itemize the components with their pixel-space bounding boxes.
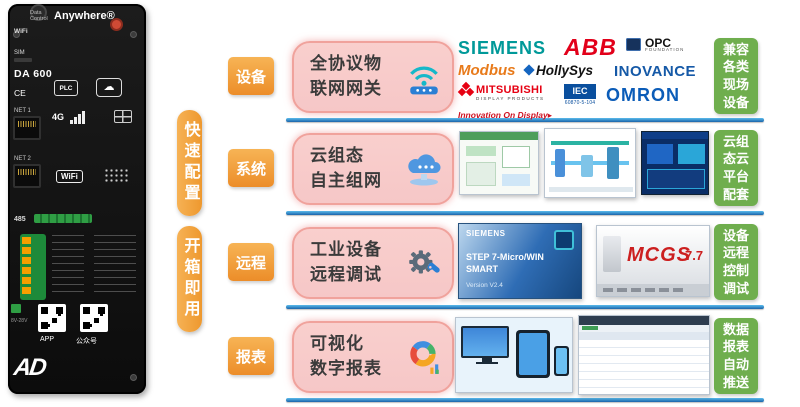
feature-remote-debug: 工业设备 远程调试 <box>292 227 454 299</box>
benefit-report: 数据报表自动推送 <box>714 318 758 394</box>
terminal-labels <box>52 235 84 297</box>
tablet-mockup <box>516 330 550 378</box>
abb-logo: ABB <box>564 34 617 60</box>
screw-icon <box>130 31 137 38</box>
signal-bars-icon <box>70 110 92 124</box>
vent-dots-icon <box>104 168 128 184</box>
hollysys-logo: HollySys <box>523 63 593 78</box>
4g-antenna-icon <box>110 18 123 31</box>
qr-code-wechat <box>80 304 108 332</box>
feature-digital-report-text: 可视化 数字报表 <box>310 334 382 378</box>
row-divider <box>286 211 764 215</box>
wifi-label: WiFi <box>14 28 28 35</box>
siemens-logo: SIEMENS <box>458 38 547 58</box>
4g-label: 4G <box>52 112 65 122</box>
benefit-system: 云组态云平台配套 <box>714 130 758 206</box>
rs485-label: 485 <box>14 216 26 223</box>
ribbon-out-of-box: 开箱即用 <box>177 226 202 332</box>
mcgs-logo: MCGS <box>627 244 691 266</box>
feature-gateway-text: 全协议物 联网网关 <box>310 54 382 98</box>
ribbon-quick-config-label: 快速配置 <box>181 121 199 205</box>
step7-title: STEP 7-Micro/WIN SMART <box>466 252 544 274</box>
brand-logos: SIEMENS ABB OPC FOUNDATION Modbus HollyS… <box>457 34 697 120</box>
benefit-remote: 设备远程控制调试 <box>714 224 758 300</box>
wechat-label: 公众号 <box>76 338 97 345</box>
category-remote-label: 远程 <box>235 254 266 272</box>
brand-name: Anywhere® <box>54 10 115 23</box>
sim-slot <box>14 58 32 62</box>
feature-gateway: 全协议物 联网网关 <box>292 41 454 113</box>
scada-screenshot-2 <box>544 128 636 198</box>
report-spreadsheet-screenshot <box>578 315 710 395</box>
device-photo: Data Control Anywhere® WiFi SIM DA 600 C… <box>8 4 146 394</box>
step7-version: Version V2.4 <box>466 282 503 289</box>
category-system-label: 系统 <box>235 160 266 178</box>
category-device-label: 设备 <box>235 68 266 86</box>
sim-label: SIM <box>14 50 25 56</box>
led-labels <box>94 235 136 297</box>
category-device: 设备 <box>228 57 274 95</box>
feature-cloud-scada: 云组态 自主组网 <box>292 133 454 205</box>
ad-logo: AD <box>12 354 47 381</box>
step7-app-icon <box>554 230 574 250</box>
modbus-logo: Modbus <box>458 62 516 79</box>
wifi-badge: WiFi <box>56 170 83 183</box>
ribbon-quick-config: 快速配置 <box>177 110 202 216</box>
row-divider <box>286 305 764 309</box>
opc-icon <box>626 38 641 51</box>
ribbon-out-of-box-label: 开箱即用 <box>181 237 199 321</box>
monitor-mockup <box>461 326 509 358</box>
net1-label: NET 1 <box>14 108 31 114</box>
hollysys-icon <box>523 64 535 76</box>
scada-screenshot-1 <box>459 131 539 195</box>
row-divider <box>286 398 764 402</box>
mcgs-statusbar <box>597 284 709 296</box>
brand-prefix: Data Control <box>30 10 48 23</box>
cloud-icon: ☁ <box>96 78 122 97</box>
feature-cloud-scada-text: 云组态 自主组网 <box>310 146 382 190</box>
omron-logo: OMRON <box>606 85 680 105</box>
mitsubishi-tagline: Innovation On Display▸ <box>458 110 552 120</box>
device-brand: Data Control Anywhere® <box>30 10 115 23</box>
pie-chart-icon <box>410 341 439 374</box>
ce-mark: CE <box>14 88 26 98</box>
ethernet-port-icon <box>13 164 41 188</box>
plc-icon: PLC <box>54 80 78 96</box>
screw-icon <box>13 31 20 38</box>
category-report: 报表 <box>228 337 274 375</box>
network-icon <box>114 110 132 123</box>
scada-screenshot-3 <box>641 131 709 195</box>
cloud-platform-icon <box>408 154 441 186</box>
benefit-device: 兼容各类现场设备 <box>714 38 758 114</box>
plc-label: PLC <box>59 84 73 92</box>
gear-wrench-icon <box>409 250 440 274</box>
screw-icon <box>130 374 137 381</box>
phone-mockup <box>554 346 569 376</box>
ethernet-port-icon <box>13 116 41 140</box>
feature-remote-debug-text: 工业设备 远程调试 <box>310 240 382 284</box>
category-system: 系统 <box>228 149 274 187</box>
row-divider <box>286 118 764 122</box>
terminal-block <box>20 234 46 300</box>
step7-brand: SIEMENS <box>466 229 506 238</box>
wifi-antenna-icon <box>30 4 47 21</box>
power-label: 8V-28V <box>11 318 28 324</box>
inovance-logo: INOVANCE <box>614 63 697 80</box>
mcgs-screenshot: MCGS 7.7 <box>596 225 710 297</box>
feature-digital-report: 可视化 数字报表 <box>292 321 454 393</box>
app-label: APP <box>40 336 55 343</box>
wifi-router-icon <box>410 66 438 95</box>
qr-code-app <box>38 304 66 332</box>
step7-screenshot: SIEMENS STEP 7-Micro/WIN SMART Version V… <box>458 223 582 299</box>
net2-label: NET 2 <box>14 156 31 162</box>
category-remote: 远程 <box>228 243 274 281</box>
device-model: DA 600 <box>14 68 53 80</box>
category-report-label: 报表 <box>235 348 266 366</box>
mcgs-artwork <box>603 236 621 272</box>
mcgs-version: 7.7 <box>685 248 704 263</box>
devices-dashboard-screenshot <box>455 317 573 393</box>
iec-logo: IEC 60870-5-104 <box>564 84 596 106</box>
power-connector <box>11 304 21 313</box>
rs485-connector <box>34 214 92 223</box>
